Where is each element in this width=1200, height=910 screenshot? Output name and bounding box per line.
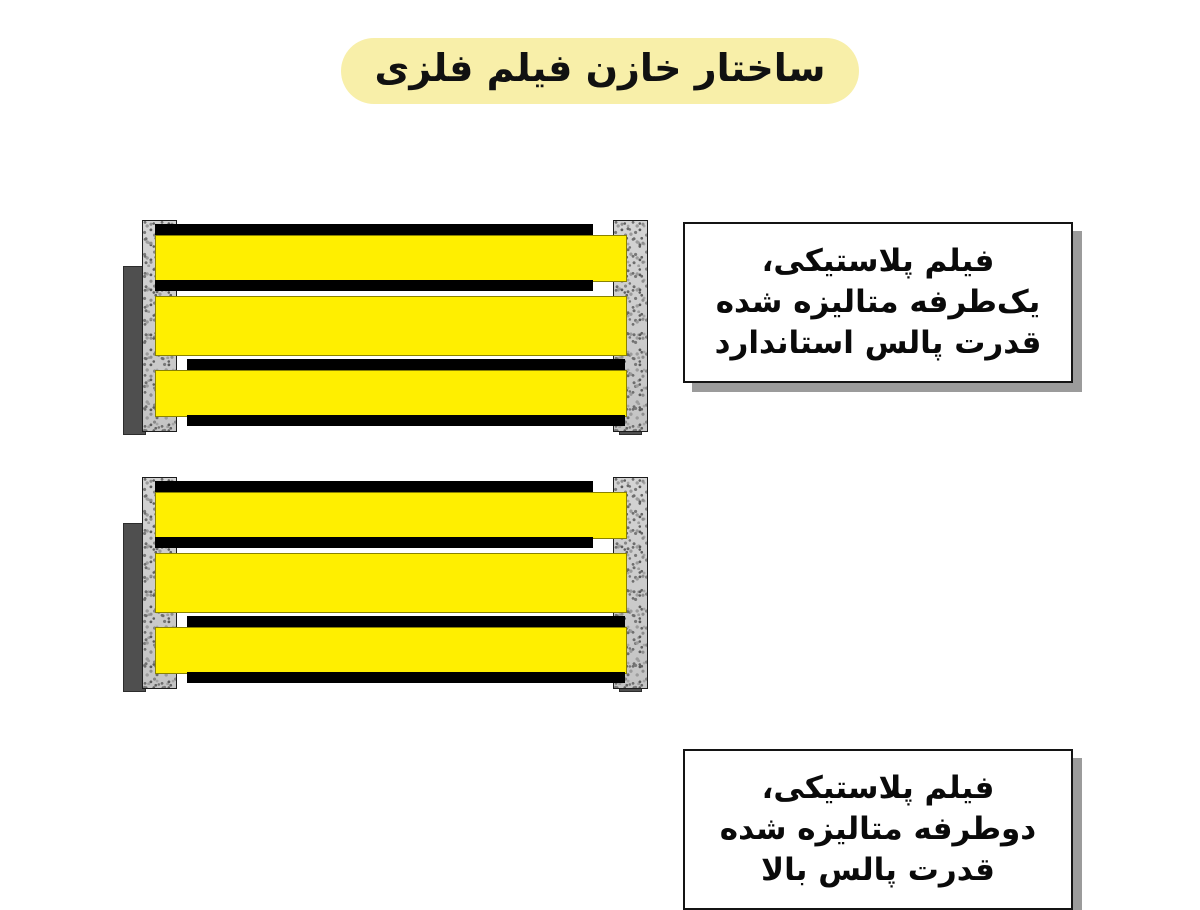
- plastic-film: [155, 370, 627, 417]
- metallization-band: [187, 616, 625, 627]
- metallization-band: [155, 224, 593, 235]
- film-layer-stack: [155, 224, 627, 426]
- page-title-container: ساختار خازن فیلم فلزی: [0, 38, 1200, 104]
- metallization-band: [155, 481, 593, 492]
- callout-line: قدرت پالس استاندارد: [714, 324, 1042, 361]
- metallization-band: [155, 280, 593, 291]
- metallization-band: [155, 537, 593, 548]
- callout-line: قدرت پالس بالا: [761, 851, 995, 888]
- plastic-film: [155, 235, 627, 282]
- callout-double-side: فیلم پلاستیکی، دوطرفه متالیزه شده قدرت پ…: [683, 749, 1073, 910]
- film-layer-stack: [155, 481, 627, 683]
- metallization-band: [187, 672, 625, 683]
- callout-line: فیلم پلاستیکی،: [761, 243, 995, 280]
- callout-line: دوطرفه متالیزه شده: [719, 811, 1037, 848]
- page-title: ساختار خازن فیلم فلزی: [340, 38, 860, 104]
- metallization-band: [187, 359, 625, 370]
- plastic-film: [155, 627, 627, 674]
- content-panel: فیلم پلاستیکی، یک‌طرفه متالیزه شده قدرت …: [95, 178, 1103, 910]
- callout-line: فیلم پلاستیکی،: [761, 770, 995, 807]
- callout-line: یک‌طرفه متالیزه شده: [715, 284, 1041, 321]
- plastic-film: [155, 492, 627, 539]
- metallization-band: [187, 415, 625, 426]
- plastic-film: [155, 296, 627, 356]
- plastic-film: [155, 553, 627, 613]
- callout-single-side: فیلم پلاستیکی، یک‌طرفه متالیزه شده قدرت …: [683, 222, 1073, 383]
